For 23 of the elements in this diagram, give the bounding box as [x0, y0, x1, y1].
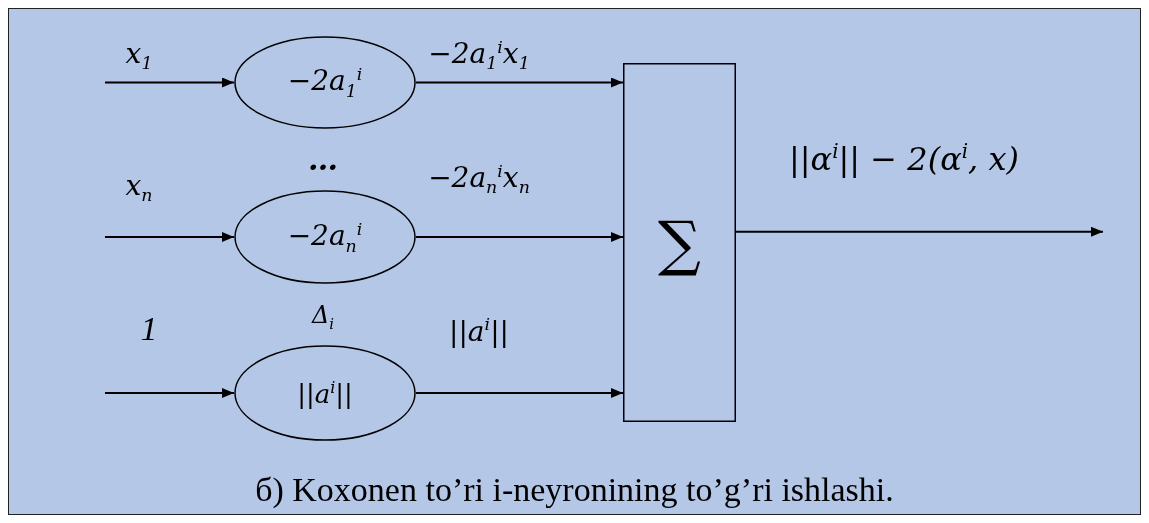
edge-label: ||a$^{i}$||: [449, 314, 509, 348]
edge-label: −2a$_{1}$$^{i}$x$_{1}$: [428, 36, 530, 74]
weight-ellipse: [234, 36, 416, 129]
arrow: [104, 232, 235, 242]
weight-ellipse: [234, 345, 416, 441]
ellipsis-mark: …: [308, 141, 338, 177]
caption: б) Koxonen to’ri i-neyronining to’g’ri ishlashi.: [254, 471, 895, 509]
arrow: [415, 77, 624, 88]
arrow: [104, 388, 235, 398]
arrow: [415, 388, 624, 398]
edge-label: x$_{1}$: [125, 36, 153, 74]
weight-formula: ||a$^{i}$||: [297, 377, 353, 409]
weight-formula: ∑: [658, 207, 701, 278]
summation-box: [623, 63, 736, 422]
edge-label: 1: [140, 310, 158, 348]
arrow: [735, 226, 1104, 237]
delta-label: Δ$_{i}$: [311, 301, 335, 333]
arrow: [104, 77, 235, 88]
arrow: [415, 232, 624, 242]
edge-label: ||α$^{i}$|| − 2(α$^{i}$, x): [789, 140, 1019, 178]
edge-label: −2a$_{n}$$^{i}$x$_{n}$: [428, 160, 530, 198]
weight-ellipse: [234, 190, 416, 284]
edge-label: x$_{n}$: [125, 168, 153, 206]
